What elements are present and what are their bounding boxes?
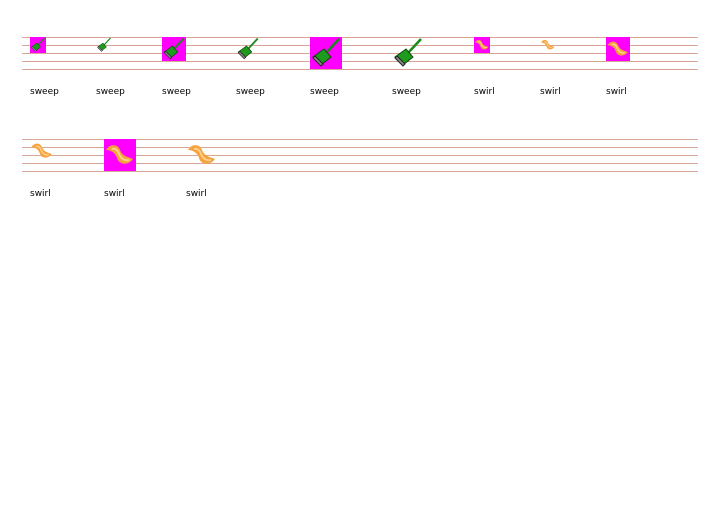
swirl-icon (540, 37, 556, 53)
swirl-icon (474, 37, 490, 53)
icon-label: swirl (606, 87, 627, 97)
icon-label: sweep (162, 87, 191, 97)
staff-line (22, 45, 698, 46)
staff-line (22, 53, 698, 54)
icon-label: sweep (30, 87, 59, 97)
staff-line (22, 171, 698, 172)
sweep-icon (30, 37, 46, 53)
swirl-icon (606, 37, 630, 61)
sweep-icon (310, 37, 342, 69)
sweep-icon (96, 37, 112, 53)
icon-label: swirl (30, 189, 51, 199)
sweep-icon (236, 37, 260, 61)
icon-label: sweep (96, 87, 125, 97)
icon-label: swirl (540, 87, 561, 97)
staff-line (22, 155, 698, 156)
sweep-icon (392, 37, 424, 69)
icon-label: swirl (186, 189, 207, 199)
swirl-icon (30, 139, 54, 163)
staff-line (22, 163, 698, 164)
icon-label: swirl (104, 189, 125, 199)
staff-line (22, 69, 698, 70)
staff-lines (22, 139, 698, 172)
icon-label: swirl (474, 87, 495, 97)
staff-line (22, 139, 698, 140)
swirl-icon (186, 139, 218, 171)
icon-label: sweep (310, 87, 339, 97)
icon-label: sweep (392, 87, 421, 97)
sweep-icon (162, 37, 186, 61)
staff-line (22, 61, 698, 62)
staff-line (22, 37, 698, 38)
staff-lines (22, 37, 698, 70)
icon-label: sweep (236, 87, 265, 97)
staff-line (22, 147, 698, 148)
swirl-icon (104, 139, 136, 171)
